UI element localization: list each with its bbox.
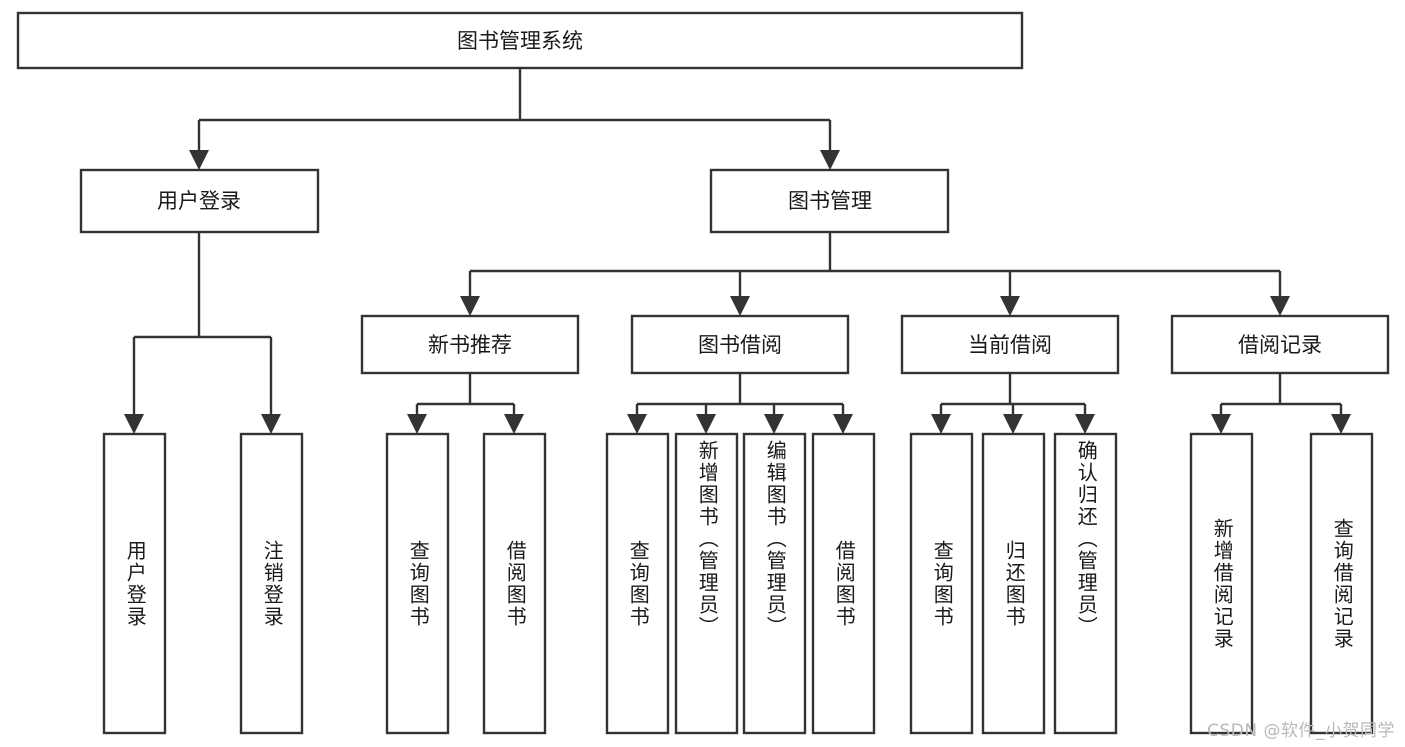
- node-borrow-record-box[interactable]: [1170, 314, 1390, 375]
- node-book-borrow[interactable]: 图书借阅: [630, 314, 850, 375]
- leaf-query-book-3-box[interactable]: [909, 432, 974, 735]
- arrowhead-leaf-query-book-2: [627, 414, 647, 434]
- node-book-borrow-box[interactable]: [630, 314, 850, 375]
- arrowhead-leaf-add-book-admin: [696, 414, 716, 434]
- node-user-login[interactable]: 用户登录: [79, 168, 320, 234]
- leaf-layer: [102, 432, 1374, 735]
- leaf-return-book-box[interactable]: [981, 432, 1046, 735]
- leaf-confirm-return-admin-box[interactable]: [1053, 432, 1118, 735]
- arrowhead-book-borrow: [730, 296, 750, 316]
- node-new-book-recommend-box[interactable]: [360, 314, 580, 375]
- leaf-edit-book-admin-box[interactable]: [742, 432, 807, 735]
- node-new-book-recommend[interactable]: 新书推荐: [360, 314, 580, 375]
- arrowhead-leaf-return-book: [1003, 414, 1023, 434]
- node-book-borrow-label: 图书借阅: [698, 333, 782, 357]
- arrowhead-leaf-query-book-1: [407, 414, 427, 434]
- node-user-login-label: 用户登录: [157, 189, 241, 213]
- node-root-label: 图书管理系统: [457, 29, 583, 53]
- node-new-book-recommend-label: 新书推荐: [428, 333, 512, 357]
- node-current-borrow[interactable]: 当前借阅: [900, 314, 1120, 375]
- leaf-borrow-book-2-box[interactable]: [811, 432, 876, 735]
- node-root-box[interactable]: [16, 11, 1024, 70]
- arrowhead-borrow-record: [1270, 296, 1290, 316]
- node-root[interactable]: 图书管理系统: [16, 11, 1024, 70]
- arrowhead-leaf-borrow-book-2: [833, 414, 853, 434]
- node-current-borrow-box[interactable]: [900, 314, 1120, 375]
- arrowhead-leaf-query-book-3: [931, 414, 951, 434]
- leaf-query-book-2-box[interactable]: [605, 432, 670, 735]
- arrowhead-leaf-logout-login: [261, 414, 281, 434]
- node-book-manage-label: 图书管理: [788, 189, 872, 213]
- arrowhead-new-book-recommend: [460, 296, 480, 316]
- arrowhead-leaf-edit-book-admin: [764, 414, 784, 434]
- leaf-query-borrow-record-box[interactable]: [1309, 432, 1374, 735]
- node-current-borrow-label: 当前借阅: [968, 333, 1052, 357]
- connector-layer: [124, 68, 1351, 434]
- arrowhead-leaf-add-borrow-record: [1211, 414, 1231, 434]
- csdn-watermark: CSDN @软件_小贺同学: [1207, 721, 1395, 741]
- leaf-add-borrow-record-box[interactable]: [1189, 432, 1254, 735]
- leaf-borrow-book-1-box[interactable]: [482, 432, 547, 735]
- arrowhead-leaf-query-borrow-record: [1331, 414, 1351, 434]
- arrowhead-leaf-user-login: [124, 414, 144, 434]
- node-book-manage[interactable]: 图书管理: [709, 168, 950, 234]
- arrowhead-leaf-borrow-book-1: [504, 414, 524, 434]
- arrowhead-book-manage: [820, 150, 840, 170]
- leaf-logout-login-box[interactable]: [239, 432, 304, 735]
- node-borrow-record[interactable]: 借阅记录: [1170, 314, 1390, 375]
- node-book-manage-box[interactable]: [709, 168, 950, 234]
- arrowhead-leaf-confirm-return-admin: [1075, 414, 1095, 434]
- leaf-add-book-admin-box[interactable]: [674, 432, 739, 735]
- leaf-query-book-1-box[interactable]: [385, 432, 450, 735]
- arrowhead-current-borrow: [1000, 296, 1020, 316]
- arrowhead-user-login: [189, 150, 209, 170]
- leaf-user-login-box[interactable]: [102, 432, 167, 735]
- node-borrow-record-label: 借阅记录: [1238, 333, 1322, 357]
- node-user-login-box[interactable]: [79, 168, 320, 234]
